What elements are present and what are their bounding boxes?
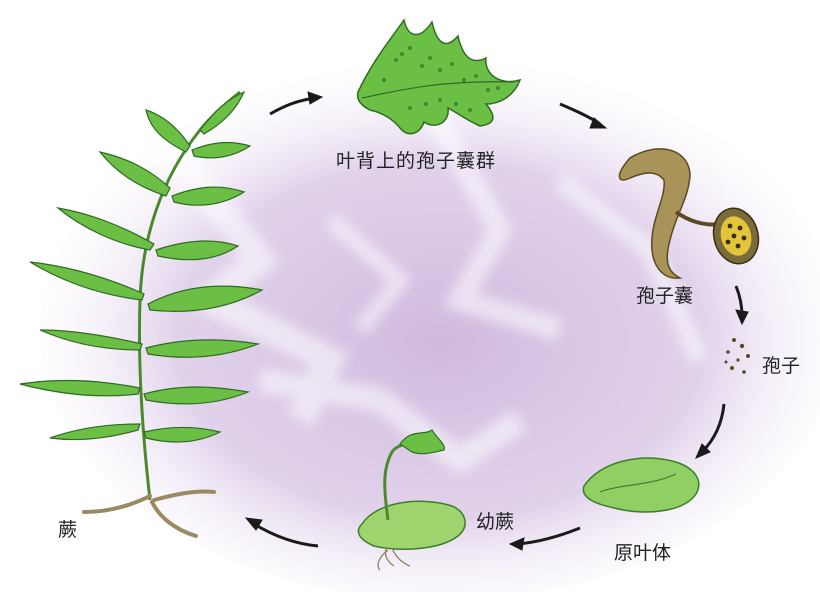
prothallus-label: 原叶体 — [614, 544, 671, 563]
mature-fern-label: 蕨 — [58, 521, 77, 540]
sporangium-label: 孢子囊 — [636, 287, 693, 306]
young-fern-label: 幼蕨 — [476, 513, 514, 532]
spore-label: 孢子 — [762, 357, 800, 376]
sorus-leaf-label: 叶背上的孢子囊群 — [336, 152, 496, 171]
